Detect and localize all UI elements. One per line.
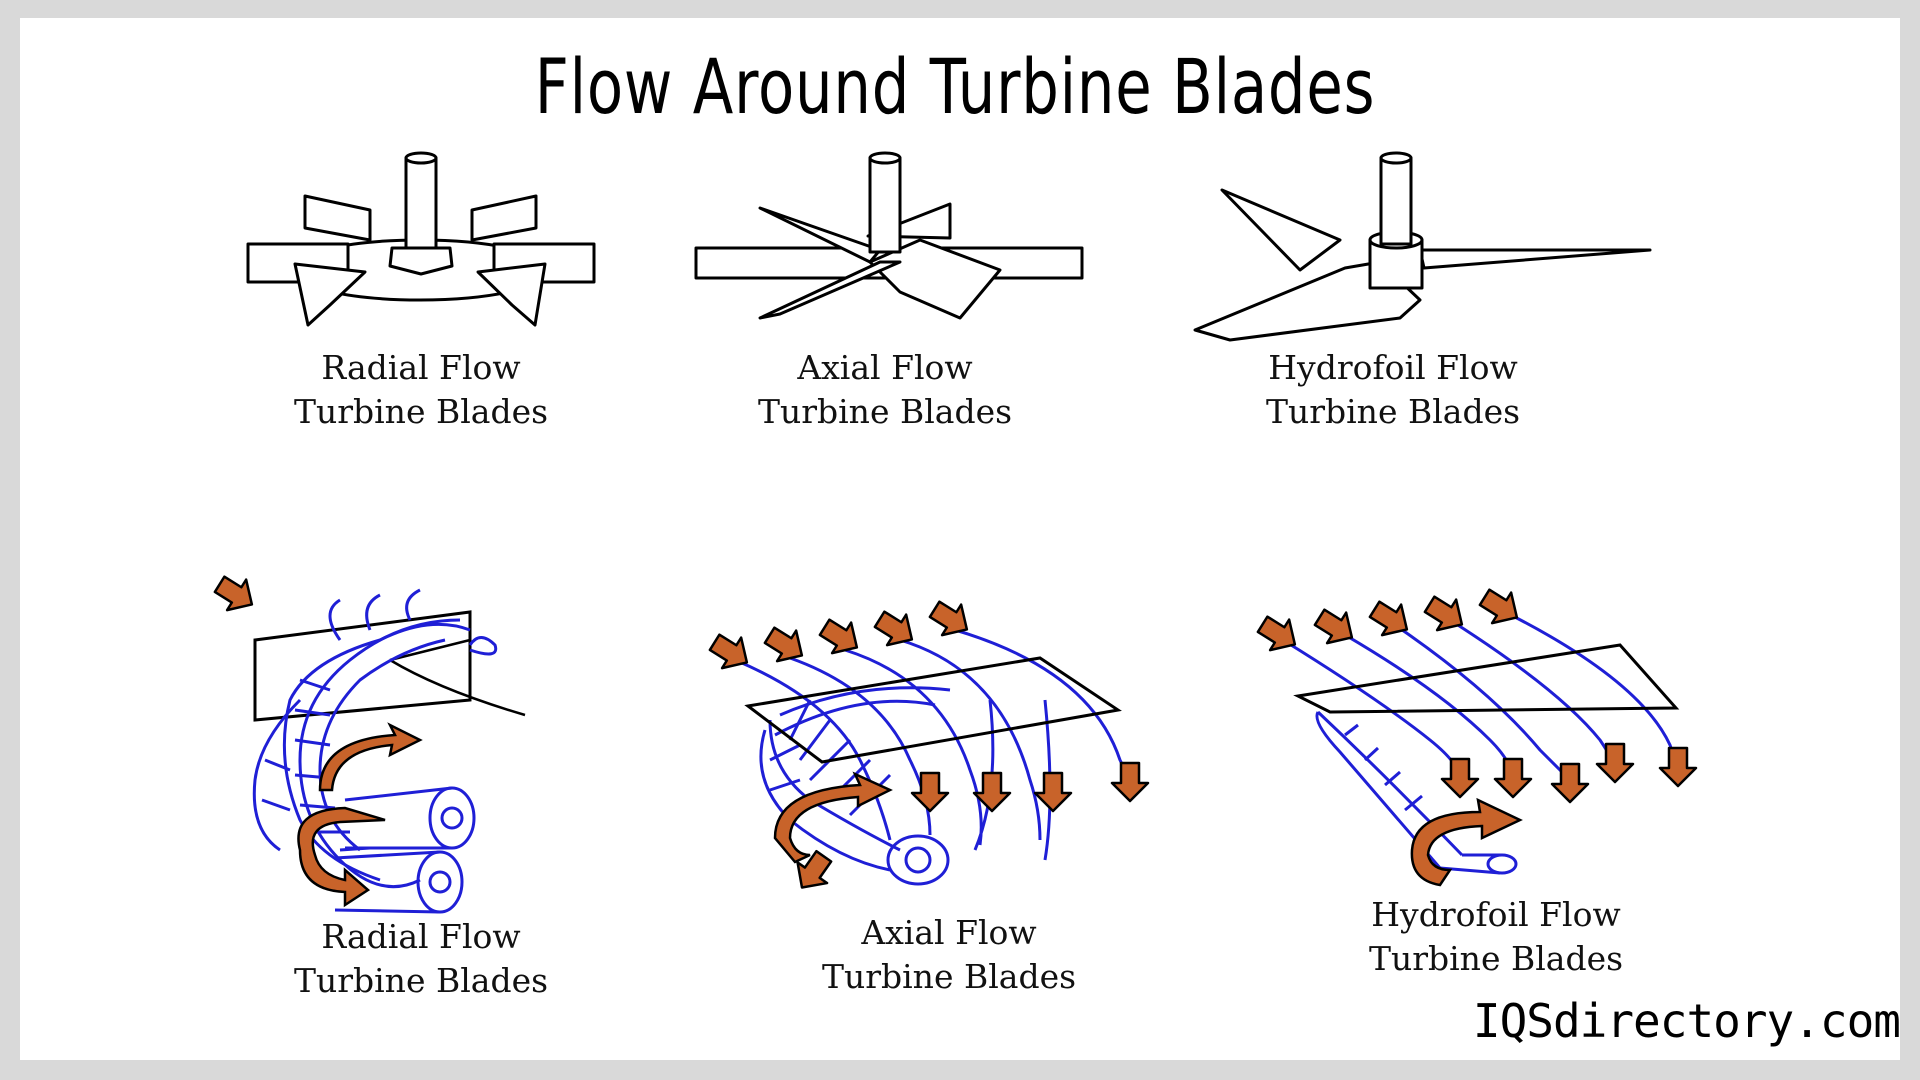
label-line: Turbine Blades [1368, 939, 1624, 978]
rotation-arrow [318, 722, 423, 792]
axial-top-label: Axial Flow Turbine Blades [705, 346, 1065, 434]
label-line: Turbine Blades [293, 961, 549, 1000]
radial-top-label: Radial Flow Turbine Blades [241, 346, 601, 434]
inflow-arrow [208, 567, 263, 621]
label-line: Turbine Blades [1265, 392, 1521, 431]
radial-impeller-drawing [246, 151, 596, 327]
hydrofoil-top-label: Hydrofoil Flow Turbine Blades [1213, 346, 1573, 434]
label-line: Hydrofoil Flow [1268, 348, 1518, 387]
radial-flow-pattern [208, 567, 526, 914]
hydrofoil-bottom-label: Hydrofoil Flow Turbine Blades [1316, 893, 1676, 981]
rotation-arrow [297, 806, 386, 908]
diagram-title: Flow Around Turbine Blades [534, 42, 1376, 131]
hydrofoil-impeller-drawing [1193, 151, 1652, 342]
brand-watermark: IQSdirectory.com [1472, 994, 1901, 1048]
axial-impeller-drawing [694, 151, 1084, 320]
label-line: Axial Flow [861, 913, 1037, 952]
label-line: Turbine Blades [757, 392, 1013, 431]
axial-bottom-label: Axial Flow Turbine Blades [769, 911, 1129, 999]
rotation-arrow [773, 771, 893, 864]
label-line: Turbine Blades [821, 957, 1077, 996]
label-line: Axial Flow [797, 348, 973, 387]
label-line: Radial Flow [321, 917, 521, 956]
hydrofoil-flow-pattern [1251, 580, 1698, 887]
axial-flow-pattern [703, 592, 1150, 900]
label-line: Hydrofoil Flow [1371, 895, 1621, 934]
label-line: Radial Flow [321, 348, 521, 387]
rotation-arrow [1410, 797, 1523, 887]
label-line: Turbine Blades [293, 392, 549, 431]
radial-bottom-label: Radial Flow Turbine Blades [241, 915, 601, 1003]
